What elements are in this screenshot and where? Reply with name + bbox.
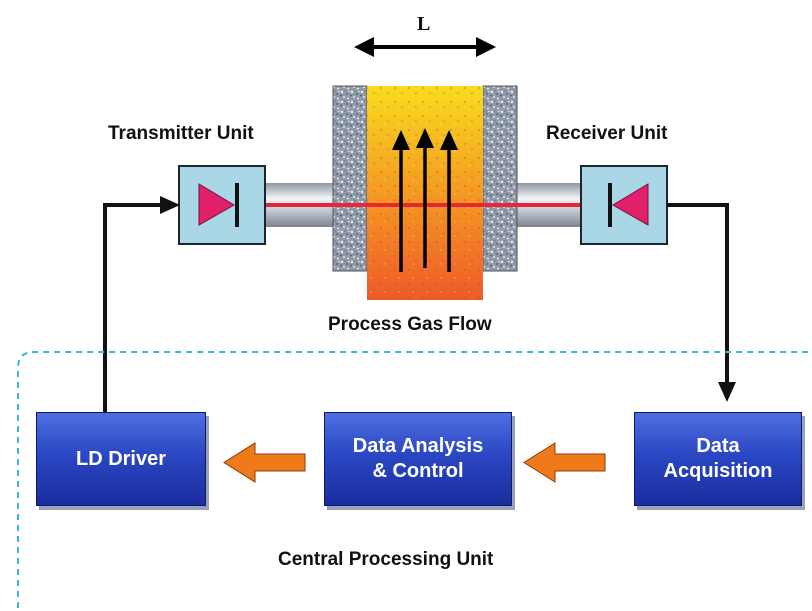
left-chamber-wall	[332, 85, 368, 272]
driver-to-transmitter-line	[103, 196, 180, 412]
transmitter-unit-box	[178, 165, 266, 245]
receiver-unit-label: Receiver Unit	[546, 123, 668, 144]
process-gas-flow-label: Process Gas Flow	[328, 314, 492, 335]
photodetector-icon	[608, 183, 649, 227]
data-analysis-control-block[interactable]: Data Analysis & Control	[324, 412, 512, 506]
path-length-label: L	[417, 13, 431, 35]
right-chamber-wall	[482, 85, 518, 272]
data-flow-arrow-left	[223, 442, 306, 483]
transmitter-unit-label: Transmitter Unit	[108, 123, 254, 144]
ld-driver-block[interactable]: LD Driver	[36, 412, 206, 506]
central-unit-boundary	[17, 351, 812, 608]
receiver-to-acquisition-line	[667, 203, 736, 402]
data-flow-arrow-right	[523, 442, 606, 483]
receiver-unit-box	[580, 165, 668, 245]
central-processing-unit-label: Central Processing Unit	[278, 549, 494, 570]
gas-flow-arrows	[392, 128, 458, 272]
laser-diode-icon	[198, 183, 239, 227]
path-length-arrow	[354, 37, 496, 57]
data-acquisition-block[interactable]: Data Acquisition	[634, 412, 802, 506]
